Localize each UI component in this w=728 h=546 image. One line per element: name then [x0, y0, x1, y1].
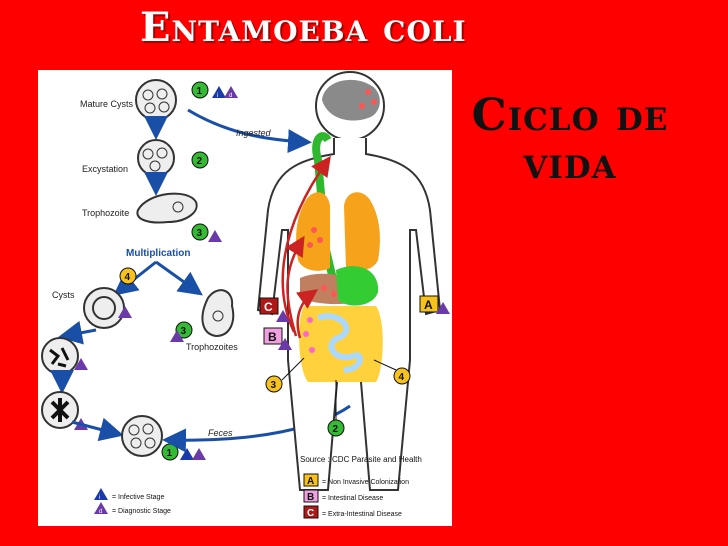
right-lung: [344, 192, 380, 271]
svg-text:= Infective Stage: = Infective Stage: [112, 494, 164, 501]
step-3-badge-mid: 3: [170, 321, 193, 342]
svg-text:4: 4: [125, 272, 131, 283]
svg-text:d: d: [99, 509, 102, 515]
svg-text:1: 1: [167, 448, 173, 459]
life-cycle-svg: Mature Cysts 1 i d Excystation 2 Trophoz…: [41, 71, 450, 519]
svg-text:A: A: [307, 476, 314, 487]
source-credit: Source : CDC Parasite and Health: [300, 455, 422, 464]
stage-B-badge: B: [263, 327, 292, 350]
brain-parasite-dots: [359, 89, 377, 109]
step-3-badge-top: 3: [191, 223, 222, 242]
cyst-2-icon: [41, 337, 79, 375]
final-mature-cyst-icon: [121, 415, 163, 457]
svg-text:3: 3: [181, 326, 187, 337]
legend-infective: i = Infective Stage: [94, 488, 164, 501]
svg-text:= Extra-Intestinal Disease: = Extra-Intestinal Disease: [322, 511, 402, 518]
svg-text:d: d: [229, 93, 232, 99]
lung-parasite-dots: [307, 227, 323, 248]
svg-text:4: 4: [399, 372, 405, 383]
svg-text:1: 1: [197, 86, 203, 97]
diagnostic-stage-icon-2: [118, 306, 132, 318]
cyst-icon: [83, 287, 125, 329]
stage-A-badge: A: [419, 295, 450, 314]
small-intestine: [316, 313, 363, 373]
trophozoite-icon: [136, 192, 198, 224]
arrow-feces: [162, 404, 351, 453]
arrow-ingested: [187, 108, 312, 154]
diagnostic-stage-icon-3: [74, 358, 88, 370]
step-1-badge: 1: [191, 81, 209, 99]
legend-diagnostic: d = Diagnostic Stage: [94, 502, 171, 515]
label-ingested: Ingested: [236, 128, 272, 138]
trophozoites-icon: [201, 289, 235, 338]
arrow-to-brain: [281, 155, 331, 333]
step-1-badge-bottom: 1: [161, 443, 206, 461]
excystation-icon: [137, 139, 175, 177]
step-2-badge-body: 2: [327, 419, 345, 437]
arrow-split-right: [155, 260, 203, 296]
pointer-step-3: [281, 357, 305, 381]
svg-text:i: i: [217, 93, 218, 99]
svg-text:= Diagnostic Stage: = Diagnostic Stage: [112, 508, 171, 515]
legend-A: A = Non Invasive Colonization: [303, 473, 409, 487]
label-trophozoites: Trophozoites: [186, 342, 238, 352]
arrow-split-left: [113, 260, 157, 296]
svg-text:A: A: [424, 298, 433, 312]
legend-C: C = Extra-Intestinal Disease: [303, 505, 402, 519]
slide-title: Entamoeba coli: [140, 4, 467, 51]
svg-text:B: B: [268, 330, 277, 344]
label-trophozoite: Trophozoite: [82, 208, 129, 218]
diagnostic-stage-icon: d: [224, 86, 238, 99]
svg-text:C: C: [307, 508, 314, 519]
slide-subtitle: Ciclo de vida: [470, 92, 670, 188]
svg-text:2: 2: [197, 156, 203, 167]
label-multiplication: Multiplication: [126, 248, 190, 259]
svg-text:B: B: [307, 492, 314, 503]
label-excystation: Excystation: [82, 164, 128, 174]
liver-parasite-dots: [321, 285, 337, 297]
cyst-3-icon: [41, 391, 79, 429]
subtitle-line-1: Ciclo de: [471, 90, 669, 141]
stomach: [336, 266, 379, 306]
arrow-to-liver: [295, 289, 319, 339]
pointer-step-4: [373, 359, 397, 371]
svg-text:3: 3: [271, 380, 277, 391]
legend-B: B = Intestinal Disease: [303, 489, 383, 503]
step-4-badge-body: 4: [393, 367, 411, 385]
svg-text:= Intestinal Disease: = Intestinal Disease: [322, 495, 383, 502]
svg-text:3: 3: [197, 228, 203, 239]
infective-stage-icon: i: [212, 86, 226, 99]
arrow-to-lungs: [285, 235, 305, 337]
stage-C-badge: C: [259, 297, 290, 322]
step-4-badge-top: 4: [119, 267, 137, 285]
svg-text:2: 2: [333, 424, 339, 435]
label-feces: Feces: [208, 428, 233, 438]
brain-icon: [322, 79, 380, 121]
label-mature-cysts: Mature Cysts: [80, 99, 134, 109]
step-3-badge-body: 3: [265, 375, 283, 393]
arrow-cyst-to-2: [58, 320, 97, 345]
svg-text:i: i: [99, 495, 100, 501]
arrow-cyst-to-final: [71, 417, 124, 442]
subtitle-line-2: vida: [523, 138, 617, 189]
intestine-parasite-dots: [303, 317, 315, 353]
step-2-badge-top: 2: [191, 151, 209, 169]
life-cycle-diagram: Mature Cysts 1 i d Excystation 2 Trophoz…: [38, 70, 452, 526]
label-cysts: Cysts: [52, 290, 75, 300]
mature-cyst-icon: [135, 79, 177, 121]
svg-text:C: C: [264, 300, 273, 314]
svg-text:= Non Invasive Colonization: = Non Invasive Colonization: [322, 479, 409, 486]
